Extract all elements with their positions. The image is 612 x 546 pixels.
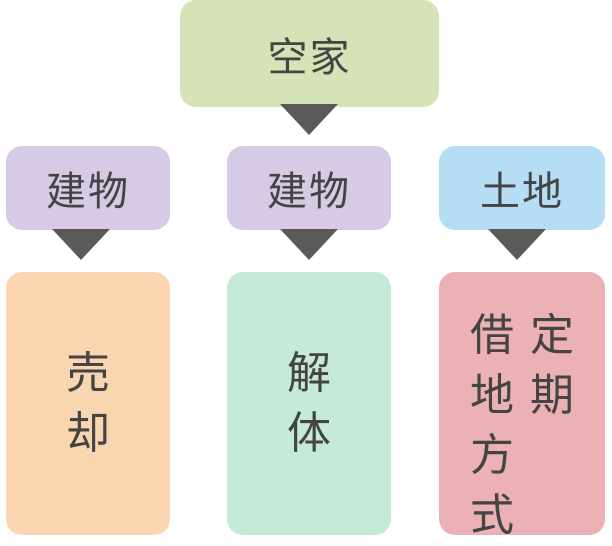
arrow-down: [52, 229, 110, 260]
root-label: 空家: [267, 34, 352, 81]
result-fixed-term-lease: 定 期 借 地 方 式: [439, 272, 605, 541]
result-char: 定: [530, 310, 574, 361]
result-char: 地: [470, 370, 514, 421]
result-char: 売: [66, 347, 110, 399]
result-char: 方: [470, 430, 514, 481]
result-char: 借: [470, 310, 514, 361]
result-char: 式: [470, 490, 514, 541]
branch-label: 建物: [267, 169, 351, 215]
result-demolish: 解 体: [227, 272, 391, 535]
result-text: 売 却: [66, 344, 110, 464]
branch-building-1: 建物: [6, 146, 170, 230]
result-column-left: 借 地 方 式: [470, 306, 514, 546]
result-char: 却: [66, 407, 110, 459]
arrow-root-down: [280, 104, 338, 135]
result-sell: 売 却: [6, 272, 170, 535]
root-node: 空家: [180, 0, 439, 107]
result-char: 解: [287, 347, 331, 399]
result-text: 定 期 借 地 方 式: [439, 306, 605, 546]
branch-label: 土地: [480, 169, 564, 215]
result-char: 期: [530, 370, 574, 421]
branch-land: 土地: [439, 146, 605, 230]
branch-label: 建物: [46, 169, 130, 215]
result-char: 体: [287, 407, 331, 459]
arrow-down: [488, 229, 546, 260]
result-column-right: 定 期: [530, 306, 574, 546]
arrow-down: [280, 229, 338, 260]
branch-building-2: 建物: [227, 146, 391, 230]
result-text: 解 体: [287, 344, 331, 464]
